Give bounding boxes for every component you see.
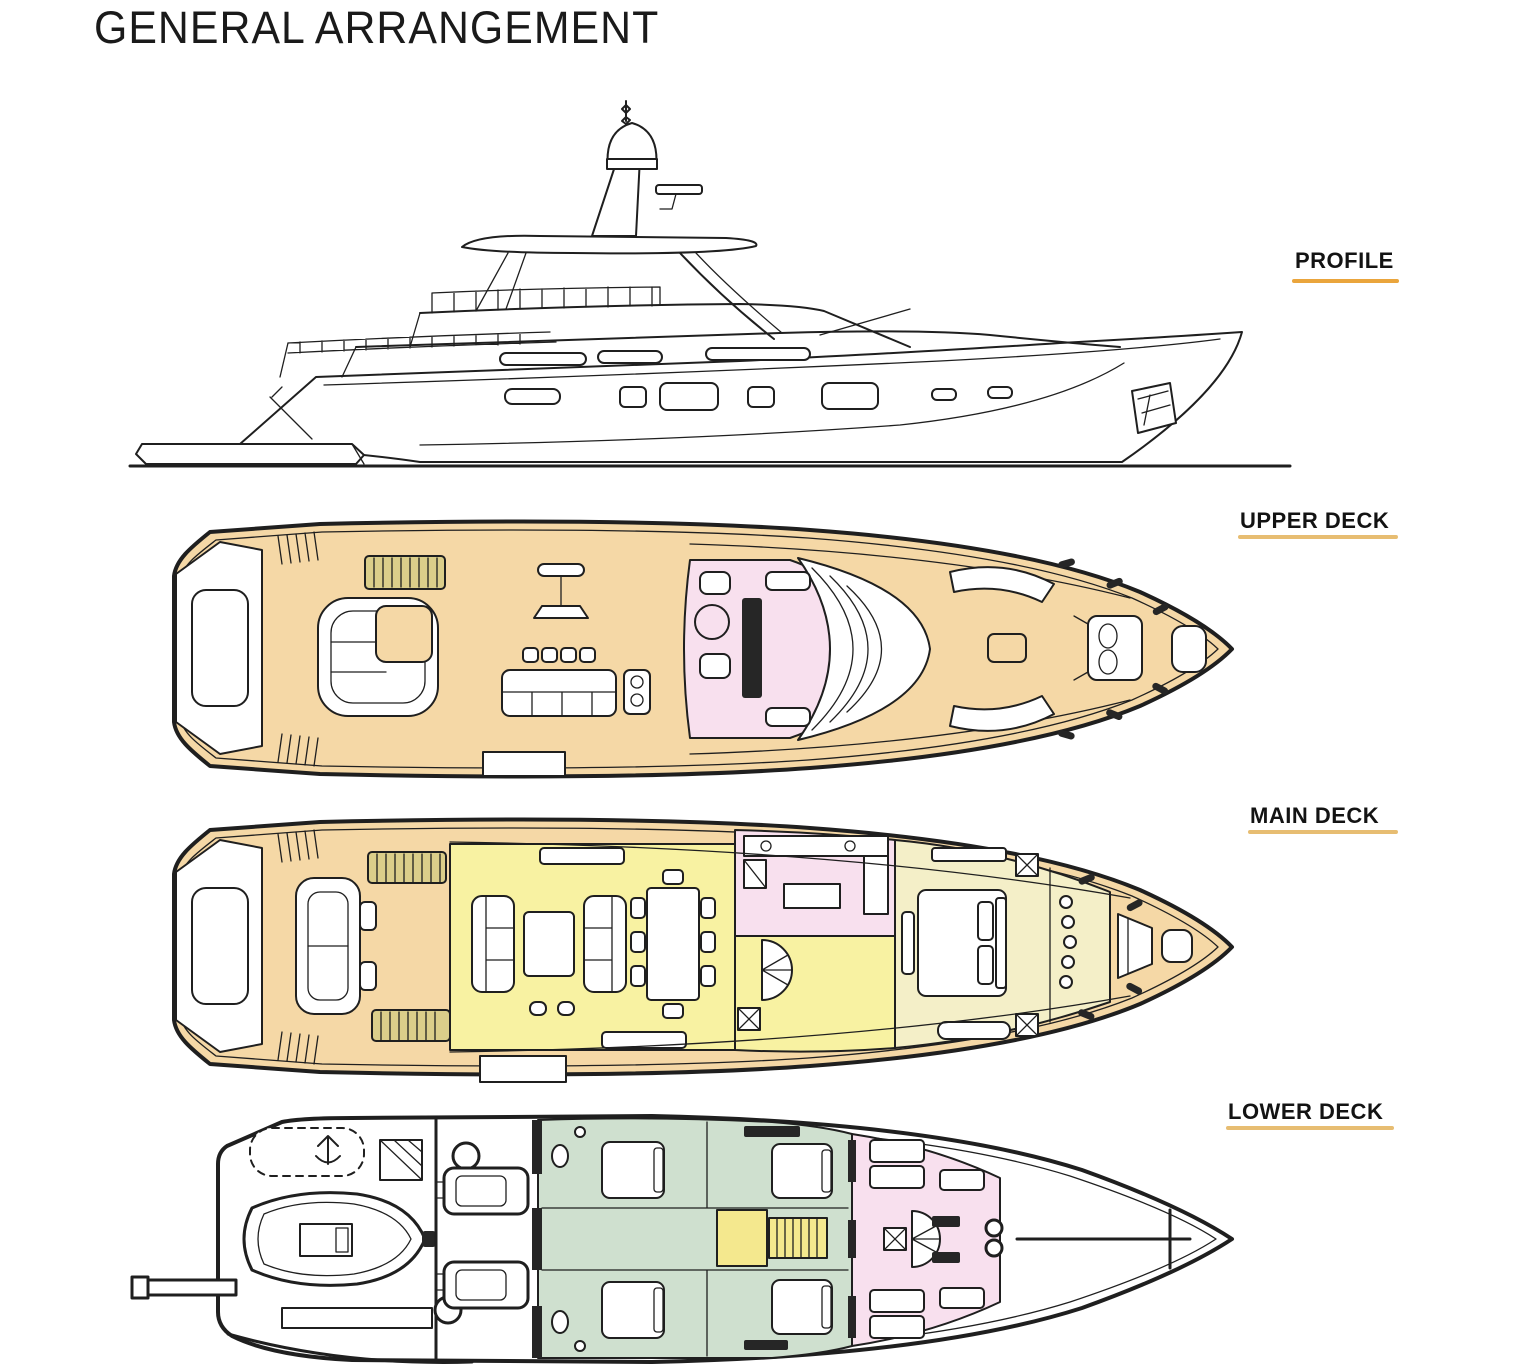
master-bath <box>1015 853 1077 1037</box>
upper-bar <box>501 647 651 717</box>
engine-starboard <box>442 1260 530 1310</box>
main-bow <box>1078 873 1193 1021</box>
upper-sunpad <box>364 555 446 590</box>
cleats <box>1058 558 1169 740</box>
upper-side-stairs <box>277 531 319 767</box>
stair-lobby-zone <box>734 935 896 1053</box>
lower-deck-label: LOWER DECK <box>1228 1099 1384 1124</box>
main-deck-house <box>279 308 1121 378</box>
main-deck-label: MAIN DECK <box>1250 803 1380 828</box>
windlass-console <box>1073 615 1143 681</box>
upper-deck-underline <box>1238 535 1398 539</box>
lower-deck-plan <box>130 1114 1234 1364</box>
stern-step <box>281 1307 433 1329</box>
flybridge <box>409 234 911 348</box>
main-deck-underline <box>1248 830 1398 834</box>
wheelhouse-table <box>694 604 730 640</box>
lower-deck-underline <box>1226 1126 1394 1130</box>
aft-deck-stair <box>371 1009 451 1042</box>
anchor-icon <box>315 1135 341 1165</box>
page-title: GENERAL ARRANGEMENT <box>94 2 660 53</box>
main-deck-plan <box>172 817 1234 1083</box>
hardtop <box>461 234 758 255</box>
bow-side-door <box>1131 382 1177 434</box>
lower-stairs <box>716 1209 828 1267</box>
master-cabin <box>901 847 1011 1040</box>
hull-windows <box>504 382 1177 434</box>
guest-cabins <box>541 1121 849 1357</box>
upper-aft-tab <box>482 751 566 777</box>
lower-bow <box>1015 1208 1192 1270</box>
upper-table <box>533 563 589 619</box>
coffee-table <box>523 911 575 977</box>
main-aft-tab <box>479 1055 567 1083</box>
engine-room <box>379 1139 530 1325</box>
hull-profile <box>135 331 1243 465</box>
aft-deck-seating <box>295 877 377 1015</box>
upper-deck-plan <box>172 519 1234 779</box>
galley-furniture <box>743 835 889 915</box>
main-stairs <box>737 939 793 1031</box>
antenna-icon <box>621 100 631 125</box>
main-side-stairs <box>277 829 319 1065</box>
bow-hatch <box>1171 625 1207 673</box>
salon-furniture <box>471 847 687 1049</box>
stern-hatch-dashed <box>249 1127 365 1177</box>
main-sunpad <box>367 851 447 884</box>
radar-array-icon <box>655 184 703 195</box>
radar-dome-icon <box>606 122 658 170</box>
crew-quarters <box>869 1139 1004 1339</box>
profile-drawing <box>128 100 1292 468</box>
tender <box>242 1191 436 1287</box>
upper-deck-label: UPPER DECK <box>1240 508 1390 533</box>
passerelle <box>130 1275 238 1300</box>
upper-lounge <box>317 597 439 717</box>
radar-mast <box>591 100 703 237</box>
profile-label: PROFILE <box>1295 248 1394 273</box>
bulkheads <box>532 1120 856 1358</box>
bow-seating <box>949 566 1055 732</box>
swim-platform <box>135 443 365 465</box>
profile-underline <box>1292 279 1399 283</box>
engine-port <box>442 1166 530 1216</box>
dining-area <box>630 869 716 1019</box>
wheelhouse <box>683 557 931 741</box>
helm-console <box>742 598 762 698</box>
